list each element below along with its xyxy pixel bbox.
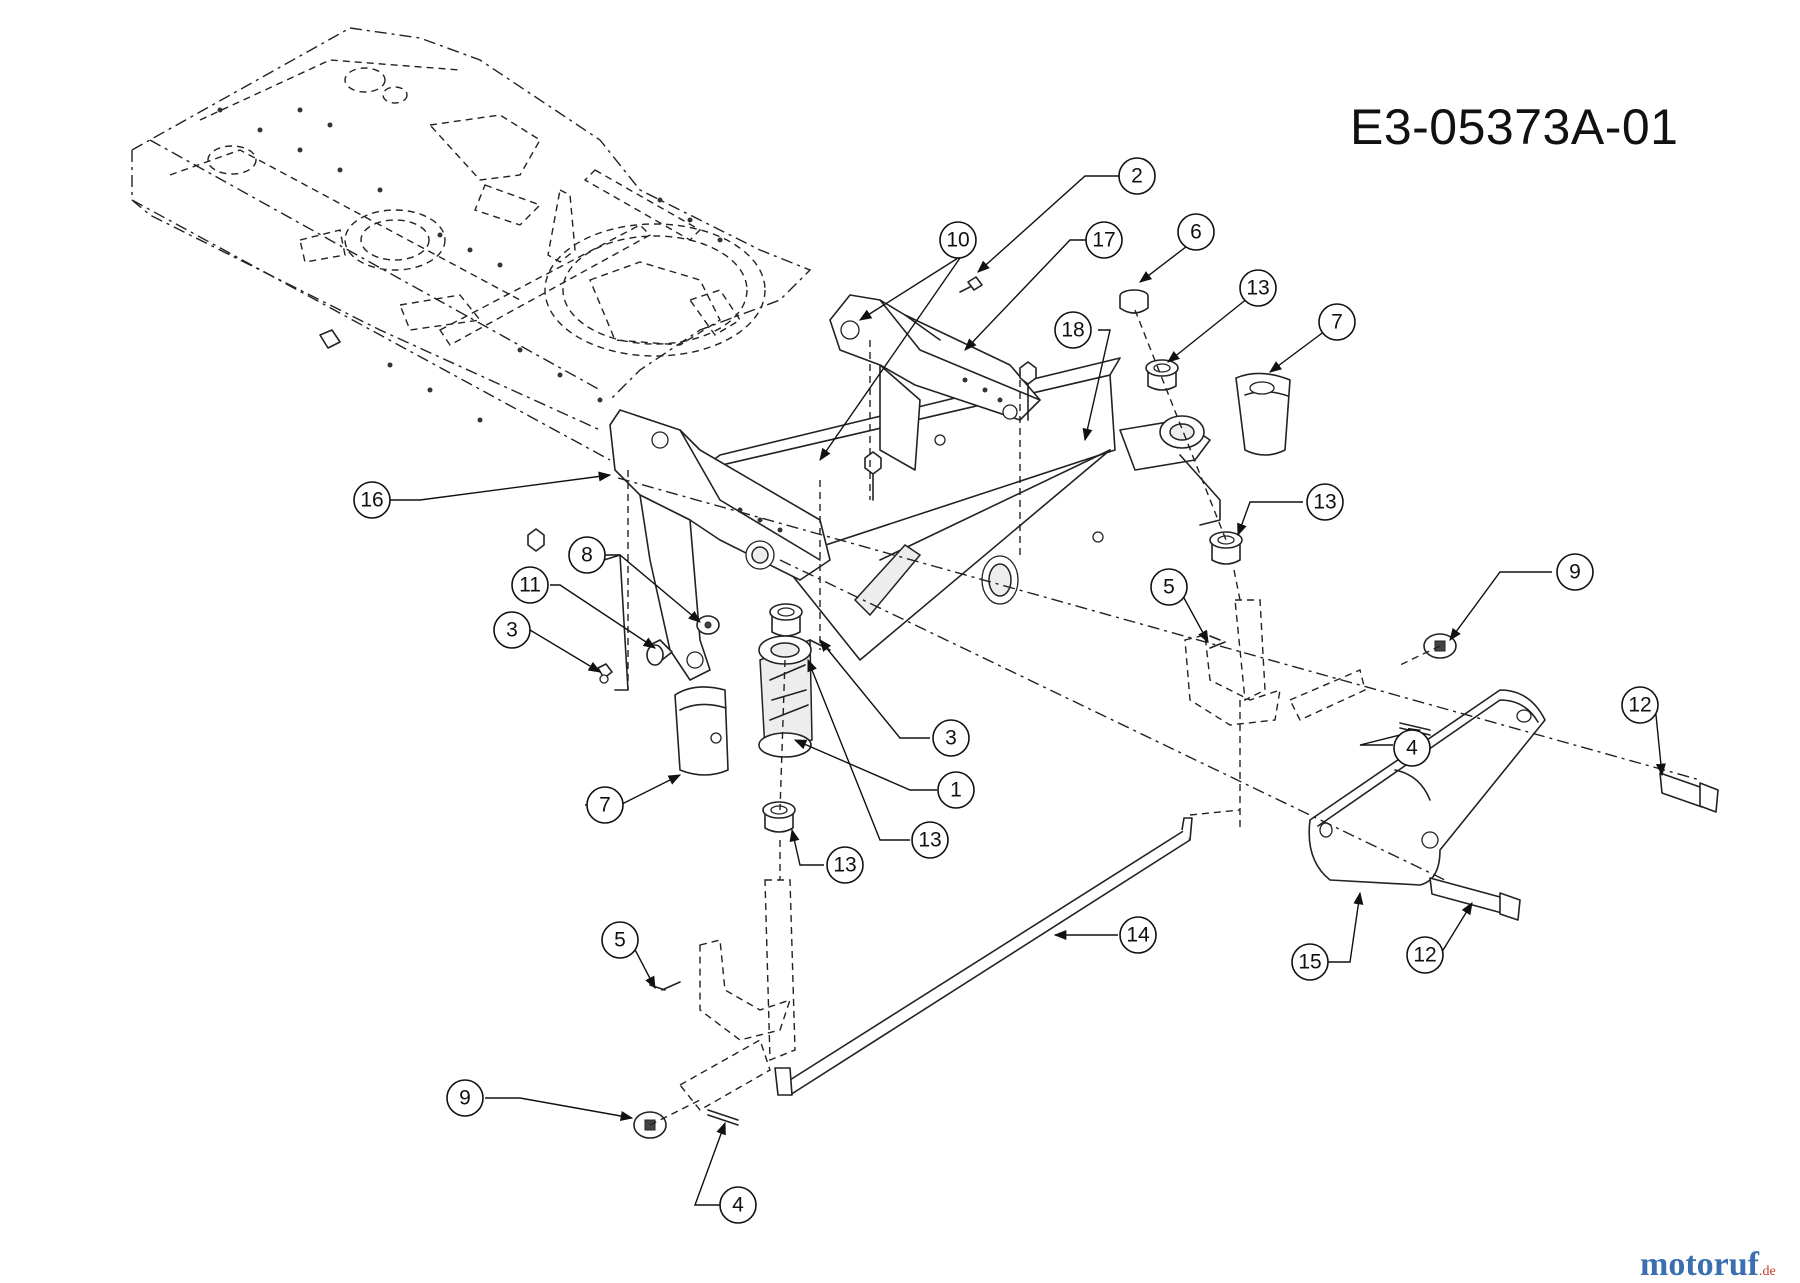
washers-9 — [633, 633, 1457, 1139]
callout-10: 10 — [939, 221, 977, 259]
callout-4-a: 4 — [1393, 729, 1431, 767]
callout-15: 15 — [1291, 943, 1329, 981]
lower-bracket — [609, 409, 831, 681]
callout-17: 17 — [1085, 221, 1123, 259]
callout-1: 1 — [937, 771, 975, 809]
cap-6 — [1119, 289, 1149, 314]
callout-13-d: 13 — [826, 846, 864, 884]
callout-12-b: 12 — [1406, 936, 1444, 974]
bolts-12 — [1429, 772, 1719, 921]
svg-text:13: 13 — [1313, 491, 1336, 514]
svg-text:18: 18 — [1061, 319, 1084, 342]
callout-13-b: 13 — [1306, 483, 1344, 521]
hex-bolts — [527, 361, 1037, 552]
svg-text:7: 7 — [599, 794, 611, 817]
callout-8: 8 — [568, 536, 606, 574]
svg-text:17: 17 — [1092, 229, 1115, 252]
callout-2: 2 — [1118, 157, 1156, 195]
left-spindle — [758, 635, 831, 758]
callout-5-a: 5 — [1150, 568, 1188, 606]
svg-text:11: 11 — [519, 574, 541, 597]
watermark-logo: motoruf.de — [1640, 1248, 1776, 1282]
svg-text:12: 12 — [1413, 944, 1436, 967]
svg-text:14: 14 — [1126, 924, 1150, 947]
callout-4-b: 4 — [719, 1186, 757, 1224]
assembly-lines — [617, 309, 1701, 1126]
fasteners-left — [597, 554, 720, 691]
svg-text:3: 3 — [506, 619, 518, 642]
left-spindle-lower — [661, 879, 796, 1111]
svg-text:4: 4 — [732, 1194, 744, 1217]
svg-text:15: 15 — [1298, 951, 1321, 974]
svg-text:6: 6 — [1190, 221, 1202, 244]
svg-text:9: 9 — [1569, 561, 1581, 584]
callout-14: 14 — [1119, 916, 1157, 954]
callout-7-b: 7 — [586, 786, 624, 824]
callout-9-a: 9 — [1556, 553, 1594, 591]
svg-text:3: 3 — [945, 727, 957, 750]
callouts — [390, 175, 1666, 1206]
svg-text:5: 5 — [614, 929, 626, 952]
svg-text:4: 4 — [1406, 737, 1418, 760]
callout-12-a: 12 — [1621, 686, 1659, 724]
callout-3-a: 3 — [493, 611, 531, 649]
callout-9-b: 9 — [446, 1079, 484, 1117]
callout-18: 18 — [1054, 311, 1092, 349]
callout-13-c: 13 — [911, 821, 949, 859]
callout-11: 11 — [511, 566, 549, 604]
upper-bracket — [829, 294, 1041, 471]
callout-3-b: 3 — [932, 719, 970, 757]
svg-text:2: 2 — [1131, 165, 1143, 188]
svg-text:12: 12 — [1628, 694, 1651, 717]
svg-text:13: 13 — [833, 854, 856, 877]
svg-text:9: 9 — [459, 1087, 471, 1110]
tie-rod-14 — [774, 817, 1193, 1096]
svg-text:8: 8 — [581, 544, 593, 567]
svg-text:10: 10 — [946, 229, 969, 252]
callout-13-a: 13 — [1239, 269, 1277, 307]
bolt-2 — [959, 276, 983, 293]
watermark-main: motoruf — [1640, 1246, 1759, 1283]
svg-text:13: 13 — [1246, 277, 1269, 300]
svg-text:5: 5 — [1163, 576, 1175, 599]
svg-text:1: 1 — [950, 779, 962, 802]
callout-16: 16 — [353, 481, 391, 519]
callout-5-b: 5 — [601, 921, 639, 959]
right-spindle-lower — [1184, 599, 1366, 726]
svg-text:13: 13 — [918, 829, 941, 852]
plate-15 — [1308, 689, 1546, 886]
drawing-code: E3-05373A-01 — [1350, 99, 1679, 155]
callout-6: 6 — [1177, 213, 1215, 251]
svg-text:7: 7 — [1331, 311, 1343, 334]
covers-7 — [674, 372, 1291, 776]
callout-7-a: 7 — [1318, 303, 1356, 341]
main-frame — [131, 27, 812, 461]
svg-text:16: 16 — [360, 489, 383, 512]
